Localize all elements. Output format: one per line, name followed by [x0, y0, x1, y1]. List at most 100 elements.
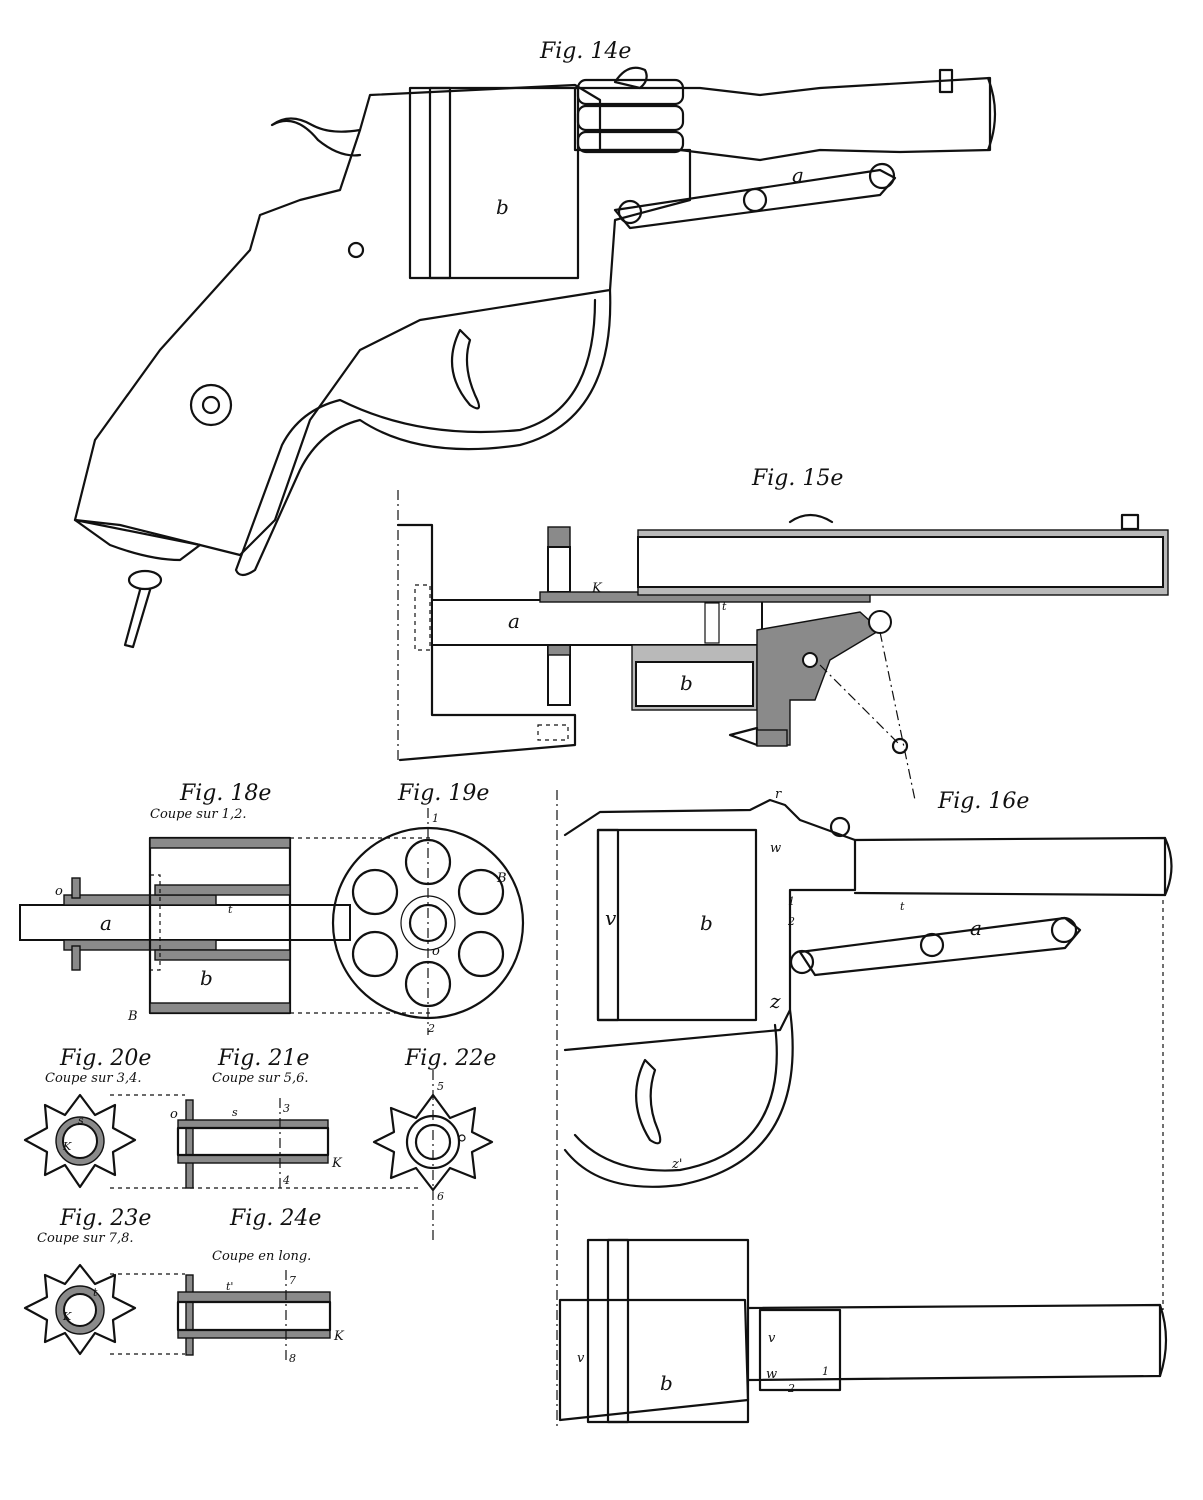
fig22-title: Fig. 22e: [404, 1046, 496, 1071]
fig16-label-v: v: [605, 906, 617, 930]
fig14-cylinder-front-ring3: [576, 130, 685, 154]
fig22-star-outline: [372, 1093, 494, 1192]
fig15-label-b: b: [680, 671, 693, 695]
fig15-lever-pin: [802, 652, 818, 668]
fig19-label-1: 1: [432, 812, 439, 825]
fig19-ratchet: [400, 895, 456, 951]
fig18-label-o: o: [55, 884, 63, 899]
fig15-section-view: Fig. 15e a K t b: [396, 466, 1169, 801]
fig22-bore: [414, 1123, 452, 1161]
fig21-sleeve-section: Fig. 21e Coupe sur 5,6. o s 3 4 K: [170, 1046, 343, 1190]
fig18-collar-top: [71, 877, 81, 899]
fig16-trigger: [635, 1058, 662, 1145]
fig21-bore: [176, 1126, 330, 1157]
fig16-hammer-screw: [829, 816, 851, 838]
fig18-chamber-top: [154, 884, 291, 896]
fig21-label-o: o: [170, 1107, 178, 1122]
fig23-subtitle: Coupe sur 7,8.: [37, 1231, 134, 1246]
fig23-bore: [63, 1293, 97, 1327]
fig15-knurl: [756, 729, 788, 747]
fig16-top-muzzle: [1158, 1303, 1168, 1378]
fig14-ejector-lever: [613, 168, 897, 230]
fig16-frame-top: [563, 798, 857, 1052]
fig14-lanyard-bar: [123, 588, 152, 649]
fig21-wall-bottom: [177, 1154, 329, 1164]
fig14-grip-medallion: [189, 383, 233, 427]
fig16-revolver-detail: Fig. 16e b v r w 1 2 z z' t a b v: [556, 787, 1173, 1430]
fig18-chamber-bottom: [154, 949, 291, 961]
fig20-star-outline: [23, 1093, 137, 1189]
fig20-label-s: s: [78, 1114, 84, 1127]
fig18-cylinder-bottom: [149, 1002, 291, 1014]
fig14-label-b: b: [496, 195, 509, 219]
fig18-collar-bottom: [71, 945, 81, 971]
fig14-cylinder-flute: [428, 86, 452, 280]
fig22-label-6: 6: [437, 1190, 444, 1203]
fig21-title: Fig. 21e: [217, 1046, 309, 1071]
fig24-bore: [176, 1300, 332, 1332]
fig22-star-end-view: Fig. 22e 5 6: [372, 1046, 496, 1240]
fig14-cylinder-front-ring2: [576, 104, 685, 132]
fig19-chamber-6: [351, 868, 399, 916]
fig16-lever-pivot-rear: [789, 949, 815, 975]
fig18-sleeve-bottom: [63, 939, 217, 951]
fig19-title: Fig. 19e: [397, 781, 489, 806]
fig23-label-t: t: [93, 1286, 98, 1299]
fig14-hammer-spur: [270, 117, 362, 157]
fig21-wall-top: [177, 1119, 329, 1129]
fig24-wall-top: [177, 1291, 331, 1303]
fig20-subtitle: Coupe sur 3,4.: [45, 1071, 142, 1086]
fig16-cylinder-flute: [596, 828, 620, 1022]
fig14-revolver-side-view: Fig. 14e b a: [73, 39, 997, 649]
fig14-butt-cap: [73, 518, 202, 562]
fig14-lever-pivot-rear: [617, 199, 643, 225]
fig24-label-t: t': [226, 1280, 233, 1293]
fig19-label-o: o: [432, 944, 440, 959]
fig16-lever-pivot-mid: [919, 932, 945, 958]
fig24-label-7: 7: [289, 1274, 296, 1287]
fig23-star-section: Fig. 23e Coupe sur 7,8. K t: [23, 1206, 185, 1356]
fig16-label-z2: z': [671, 1157, 682, 1172]
fig21-label-s: s: [232, 1106, 238, 1119]
fig16-label-2b: 2: [787, 1382, 795, 1395]
fig24-wall-bottom: [177, 1329, 331, 1339]
fig16-cylinder-outline: [596, 828, 758, 1022]
fig16-top-cylinder: [586, 1238, 750, 1424]
fig16-label-r: r: [775, 787, 782, 802]
fig16-label-1b: 1: [822, 1365, 829, 1378]
fig24-label-K: K: [333, 1329, 345, 1344]
fig18-label-B: B: [127, 1009, 138, 1024]
fig15-lever: [756, 611, 882, 746]
fig15-barrel-bore: [637, 536, 1164, 588]
fig18-label-a: a: [100, 911, 112, 935]
fig15-hidden-part: [537, 724, 569, 741]
fig14-lever-pivot-mid: [742, 187, 768, 213]
fig16-lever: [798, 916, 1082, 977]
fig16-label-b: b: [700, 911, 713, 935]
fig19-chamber-2: [457, 868, 505, 916]
fig19-chamber-1: [404, 838, 452, 886]
fig24-subtitle: Coupe en long.: [212, 1249, 311, 1264]
fig16-barrel: [853, 836, 1167, 897]
fig15-front-sight: [1120, 513, 1140, 531]
fig16-label-w3: w: [766, 1367, 777, 1382]
fig15-swing-line: [819, 664, 901, 746]
fig15-recoil-shield: [396, 523, 577, 762]
fig14-lanyard-ring: [127, 569, 163, 591]
fig19-chamber-5: [351, 930, 399, 978]
fig18-label-t: t: [228, 903, 233, 916]
fig23-title: Fig. 23e: [59, 1206, 151, 1231]
fig16-label-w: w: [770, 841, 781, 856]
fig18-title: Fig. 18e: [179, 781, 271, 806]
fig16-lever-pivot-front: [1050, 916, 1078, 944]
fig15-lever-pivot: [868, 610, 892, 634]
fig14-muzzle: [986, 76, 997, 152]
fig14-trigger-guard: [234, 288, 612, 577]
fig22-outer-ring: [405, 1114, 461, 1170]
fig23-label-K: K: [62, 1310, 72, 1323]
fig14-grip-screw: [201, 395, 221, 415]
fig15-spring: [704, 602, 720, 644]
fig15-ejector-rod: [431, 599, 763, 646]
fig21-subtitle: Coupe sur 5,6.: [212, 1071, 309, 1086]
